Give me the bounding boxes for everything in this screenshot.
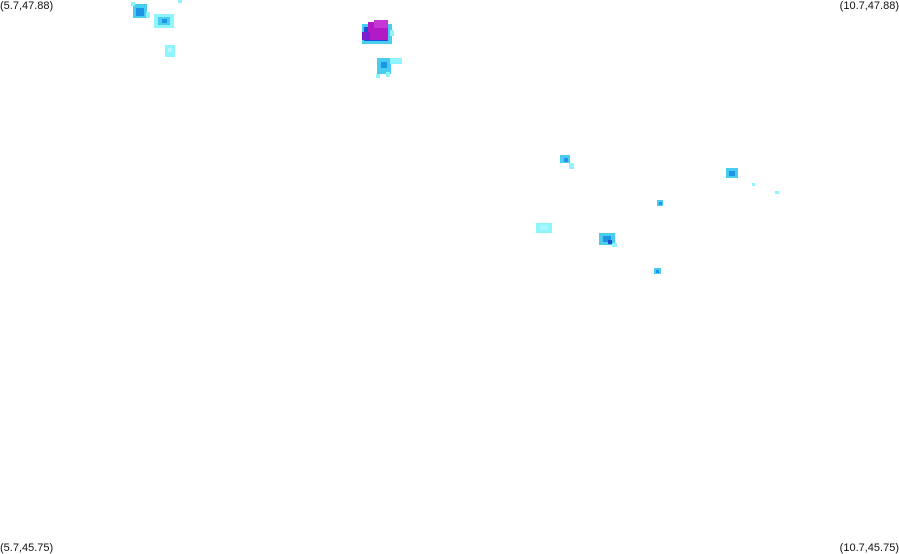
corner-coordinate-bottom-right: (10.7,45.75) <box>839 542 899 554</box>
echo-cell <box>168 48 172 52</box>
echo-cell <box>775 191 779 194</box>
echo-cell <box>729 171 735 176</box>
echo-cell <box>374 20 388 28</box>
corner-coordinate-top-right: (10.7,47.88) <box>839 0 899 12</box>
echo-cluster-northwest <box>131 0 182 57</box>
echo-cell <box>381 62 387 68</box>
corner-coordinate-bottom-left: (5.7,45.75) <box>0 542 54 554</box>
corner-coordinate-top-left: (5.7,47.88) <box>0 0 54 12</box>
echo-cluster-east <box>536 155 779 274</box>
echo-cell <box>390 58 402 64</box>
echo-cell <box>136 8 144 16</box>
echo-cell <box>376 74 380 78</box>
echo-cell <box>540 225 548 230</box>
echo-cell <box>564 158 568 162</box>
echo-cell <box>603 236 611 242</box>
echo-cell <box>162 19 167 23</box>
echo-cell <box>608 240 612 244</box>
echo-cell <box>390 30 394 36</box>
echo-cell <box>659 202 662 205</box>
echo-cell <box>362 32 370 40</box>
echo-cell <box>386 72 390 77</box>
echo-cell <box>752 183 755 186</box>
echo-cell <box>612 243 617 247</box>
echo-cell <box>656 270 659 273</box>
echo-cell <box>178 0 182 3</box>
echo-cell <box>146 12 150 18</box>
echo-cell <box>131 2 135 6</box>
echo-cluster-north <box>362 20 402 78</box>
echo-cell <box>569 163 574 169</box>
